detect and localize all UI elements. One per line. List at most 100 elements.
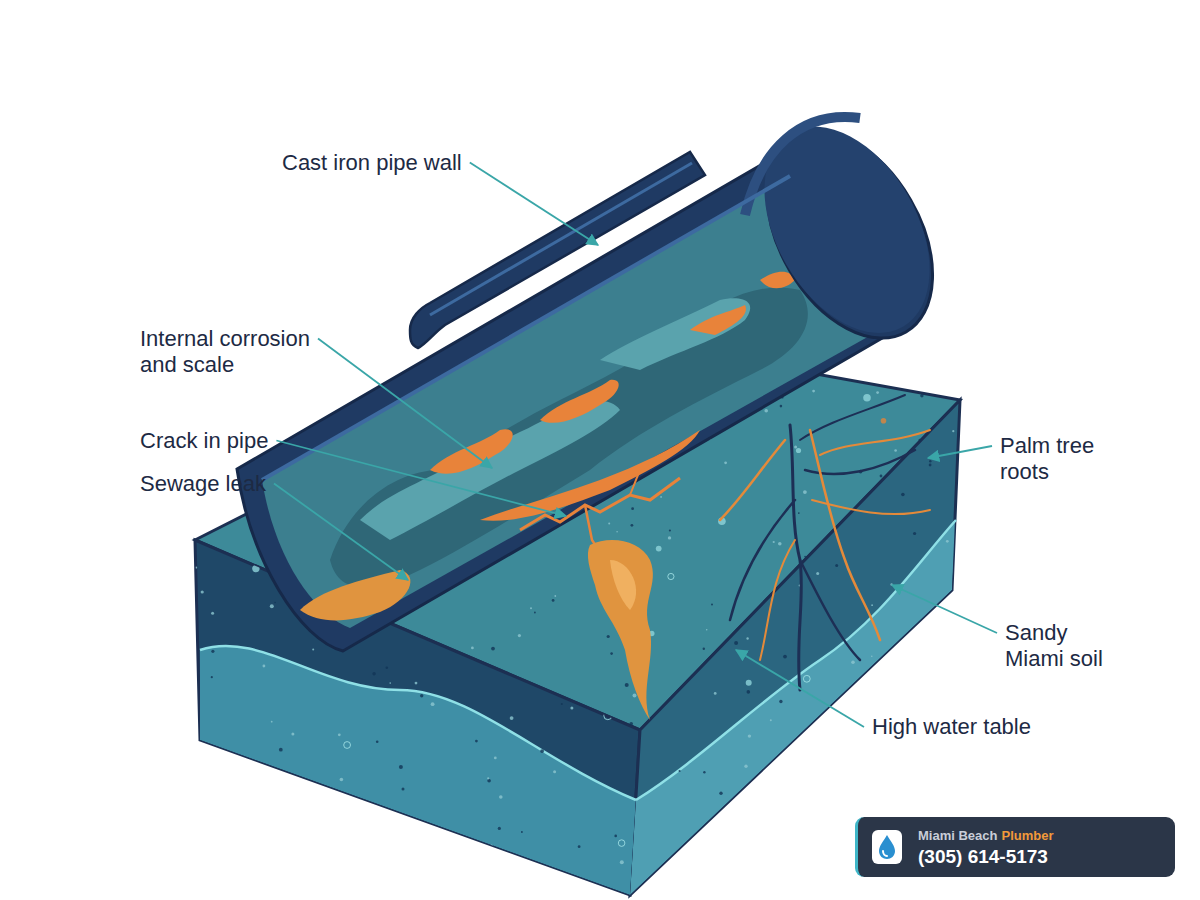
soil-grain [520,766,524,770]
soil-grain [921,882,924,885]
soil-grain [942,784,944,786]
soil-grain [234,836,236,838]
soil-grain [641,867,644,870]
soil-grain [879,565,882,568]
soil-grain [196,425,199,428]
soil-grain [875,738,881,744]
soil-grain [612,795,615,798]
soil-grain [754,447,756,449]
soil-grain [679,770,681,772]
soil-grain [682,461,684,463]
soil-grain [304,424,307,427]
soil-grain [770,729,772,731]
soil-grain [858,702,864,708]
soil-grain [495,653,499,657]
soil-grain [577,712,580,715]
soil-grain [530,886,532,888]
soil-grain [281,810,285,814]
soil-grain [656,546,662,552]
callout-label: Palm tree roots [1000,433,1125,485]
soil-grain [616,815,618,817]
soil-grain [621,801,624,804]
soil-grain [703,648,705,650]
soil-grain [587,786,590,789]
soil-grain [835,564,838,567]
soil-grain [952,684,954,686]
soil-grain [739,563,741,565]
soil-grain [274,602,276,604]
soil-grain [839,720,842,723]
soil-grain [318,330,320,332]
soil-grain [192,658,195,661]
soil-grain [346,785,350,789]
soil-grain [637,816,639,818]
soil-grain [798,881,801,884]
soil-grain [285,676,288,679]
soil-grain [443,765,445,767]
soil-grain [331,779,333,781]
soil-grain [798,461,801,464]
soil-grain [963,489,965,491]
soil-grain [795,872,799,876]
soil-grain [583,579,587,583]
leader-line [276,441,566,517]
soil-grain [957,619,959,621]
phone-number: (305) 614-5173 [918,846,1048,867]
soil-grain [790,692,797,699]
soil-grain [517,586,519,588]
soil-grain [962,394,965,397]
soil-grain [561,703,563,705]
soil-grain [418,892,421,895]
leader-line [470,163,598,246]
soil-grain [576,714,579,717]
soil-grain [327,676,329,678]
soil-grain [571,741,574,744]
soil-grain [281,770,283,772]
soil-grain [254,353,258,357]
soil-grain [808,484,810,486]
soil-grain [272,655,275,658]
soil-grain [652,532,655,535]
soil-grain [816,574,819,577]
soil-grain [314,335,317,338]
soil-grain [837,616,843,622]
soil-grain [562,634,565,637]
soil-grain [803,778,809,784]
soil-grain [851,660,855,664]
soil-grain [663,715,667,719]
soil-grain [773,541,775,543]
soil-grain [854,491,863,500]
soil-grain [252,565,259,572]
soil-grain [576,689,581,694]
soil-grain [799,445,802,448]
soil-grain [338,733,341,736]
soil-grain [228,818,231,821]
soil-grain [271,721,273,723]
soil-grain [690,574,692,576]
soil-grain [701,656,705,660]
soil-grain [311,671,318,678]
soil-grain [576,567,579,570]
soil-grain [646,887,649,890]
soil-grain [666,660,670,664]
soil-grain [228,611,230,613]
soil-grain [360,645,366,651]
soil-grain [829,762,836,769]
soil-grain [731,528,734,531]
soil-grain [295,421,298,424]
soil-grain [810,769,812,771]
soil-grain [758,857,766,865]
soil-grain [746,442,749,445]
brand-name: Miami Beach [918,828,997,843]
soil-grain [218,650,220,652]
soil-grain [530,787,534,791]
soil-grain [820,807,823,810]
soil-grain [719,792,722,795]
soil-grain [752,600,755,603]
soil-grain [814,722,816,724]
soil-grain [728,808,731,811]
soil-grain [959,500,962,503]
soil-grain [934,652,937,655]
soil-grain [263,665,266,668]
soil-grain [591,819,595,823]
